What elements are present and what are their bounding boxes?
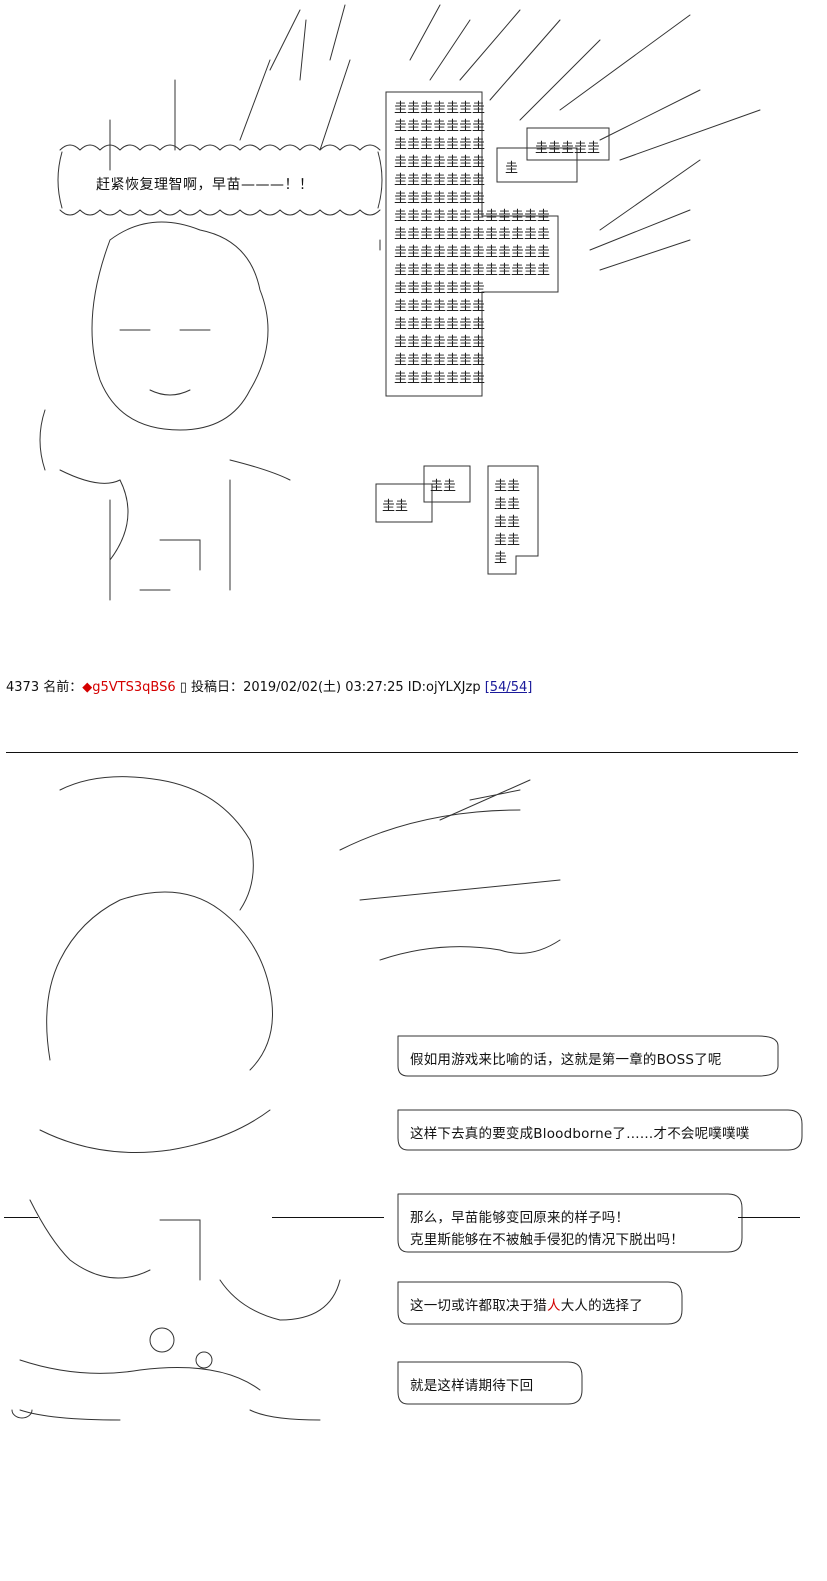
svg-text:圭圭圭圭圭圭圭圭圭圭圭圭: 圭圭圭圭圭圭圭圭圭圭圭圭 (394, 245, 550, 260)
post-header: 4373 名前：◆g5VTS3qBS6 ▯ 投稿日：2019/02/02(土) … (6, 676, 821, 695)
character-figure-1 (39, 79, 291, 601)
svg-text:圭圭: 圭圭 (494, 515, 520, 530)
svg-text:圭圭圭圭圭圭圭圭圭圭圭圭: 圭圭圭圭圭圭圭圭圭圭圭圭 (394, 263, 550, 278)
character-figure-2 (11, 776, 561, 1421)
svg-text:圭圭圭圭圭圭圭: 圭圭圭圭圭圭圭 (394, 191, 485, 206)
svg-text:圭圭圭圭圭圭圭: 圭圭圭圭圭圭圭 (394, 101, 485, 116)
name-label: 名前： (43, 680, 83, 695)
sign-glyph-columns: 圭圭圭圭圭圭圭 圭圭圭圭圭圭圭 圭圭圭圭圭圭圭 圭圭圭圭圭圭圭 圭圭圭圭圭圭圭 … (382, 101, 600, 566)
svg-text:圭: 圭 (505, 161, 518, 176)
post-number: 4373 (6, 680, 40, 695)
svg-text:圭圭圭圭圭圭圭: 圭圭圭圭圭圭圭 (394, 137, 485, 152)
svg-text:圭圭圭圭圭圭圭: 圭圭圭圭圭圭圭 (394, 173, 485, 188)
svg-text:圭圭圭圭圭圭圭: 圭圭圭圭圭圭圭 (394, 317, 485, 332)
svg-text:圭圭圭圭圭圭圭: 圭圭圭圭圭圭圭 (394, 281, 485, 296)
post-date: 2019/02/02(土) 03:27:25 (243, 680, 404, 695)
dialogue-bubbles (397, 1035, 803, 1405)
shout-bubble (57, 144, 383, 216)
post-id: ID:ojYLXJzp (407, 680, 481, 695)
bubble-3-line-1: 这一切或许都取决于猎人大人的选择了 (410, 1294, 643, 1314)
center-dash (272, 1217, 384, 1218)
post-divider (6, 752, 798, 753)
bubble-4-line-1: 就是这样请期待下回 (410, 1378, 534, 1394)
svg-text:圭圭圭圭圭圭圭: 圭圭圭圭圭圭圭 (394, 335, 485, 350)
svg-text:圭圭圭圭圭圭圭: 圭圭圭圭圭圭圭 (394, 155, 485, 170)
bubble-3-post: 大人的选择了 (560, 1298, 643, 1314)
svg-text:圭圭圭圭圭圭圭: 圭圭圭圭圭圭圭 (394, 299, 485, 314)
bubble-1-line-2: 这样下去真的要变成Bloodborne了……才不会呢噗噗噗 (410, 1126, 750, 1142)
date-label: 投稿日： (191, 680, 244, 695)
svg-text:圭圭圭圭圭圭圭: 圭圭圭圭圭圭圭 (394, 371, 485, 386)
svg-text:圭圭圭圭圭圭圭圭圭圭圭圭: 圭圭圭圭圭圭圭圭圭圭圭圭 (394, 227, 550, 242)
svg-text:圭圭: 圭圭 (494, 497, 520, 512)
svg-text:圭圭圭圭圭圭圭: 圭圭圭圭圭圭圭 (394, 353, 485, 368)
svg-text:圭圭: 圭圭 (494, 533, 520, 548)
bubble-3-highlight: 人 (547, 1298, 561, 1314)
sign-boards (375, 91, 610, 575)
svg-text:圭圭: 圭圭 (382, 499, 408, 514)
right-dash (738, 1217, 800, 1218)
svg-text:圭圭圭圭圭: 圭圭圭圭圭 (535, 141, 600, 156)
svg-text:圭圭圭圭圭圭圭圭圭圭圭圭: 圭圭圭圭圭圭圭圭圭圭圭圭 (394, 209, 550, 224)
reply-link[interactable]: [54/54] (484, 680, 533, 695)
bubble-3-pre: 这一切或许都取决于猎 (410, 1298, 547, 1314)
svg-text:圭圭: 圭圭 (430, 479, 456, 494)
speed-lines-top (239, 4, 761, 271)
bubble-2-line-1: 那么，早苗能够变回原来的样子吗！ (410, 1210, 630, 1226)
trip-diamond: ◆ (82, 680, 93, 695)
trip-code: g5VTS3qBS6 (92, 680, 176, 695)
bubble-1-line-1: 假如用游戏来比喻的话，这就是第一章的BOSS了呢 (410, 1052, 722, 1068)
svg-text:圭圭: 圭圭 (494, 479, 520, 494)
bubble-2-line-2: 克里斯能够在不被触手侵犯的情况下脱出吗！ (410, 1232, 684, 1248)
svg-text:圭圭圭圭圭圭圭: 圭圭圭圭圭圭圭 (394, 119, 485, 134)
shout-text: 赶紧恢复理智啊，早苗———！！ (96, 177, 314, 193)
box-glyph: ▯ (179, 680, 187, 695)
left-dash (4, 1217, 38, 1218)
svg-text:圭: 圭 (494, 551, 507, 566)
